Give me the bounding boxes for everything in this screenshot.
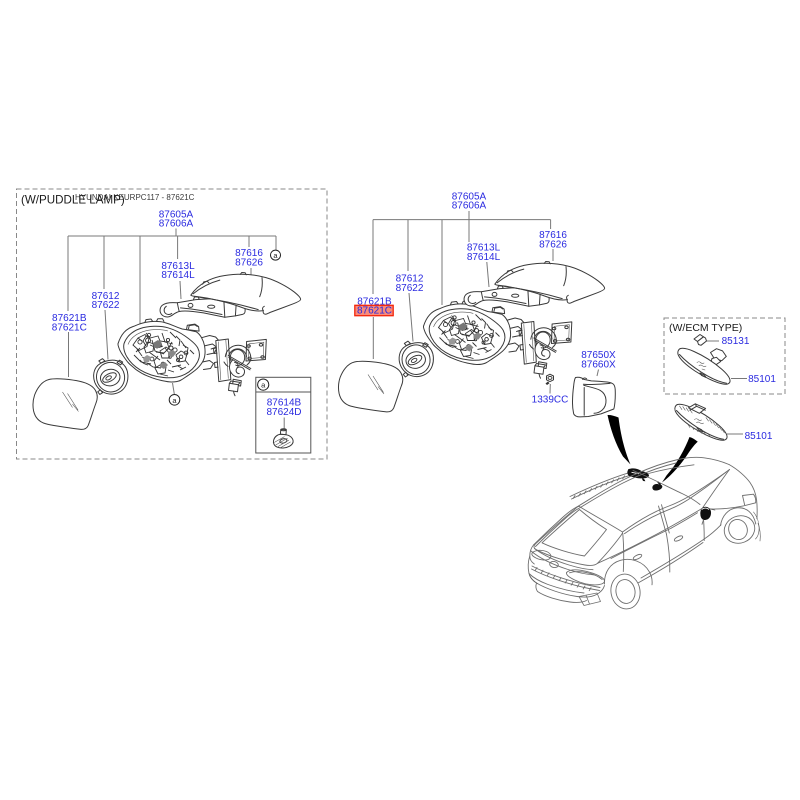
svg-text:HYUNDAI KEURPC117 - 87621C: HYUNDAI KEURPC117 - 87621C	[75, 193, 195, 202]
svg-text:87626: 87626	[539, 239, 567, 250]
svg-text:87612: 87612	[92, 291, 120, 302]
svg-text:87614B: 87614B	[267, 398, 302, 409]
svg-text:87614L: 87614L	[467, 252, 501, 263]
svg-text:87621B: 87621B	[357, 296, 392, 307]
svg-text:87624D: 87624D	[266, 407, 301, 418]
svg-text:87622: 87622	[92, 300, 120, 311]
svg-text:87616: 87616	[235, 248, 263, 259]
svg-text:85131: 85131	[722, 336, 750, 347]
svg-text:1339CC: 1339CC	[532, 395, 569, 406]
svg-text:85101: 85101	[745, 431, 773, 442]
svg-text:87606A: 87606A	[159, 219, 194, 230]
svg-text:(W/ECM TYPE): (W/ECM TYPE)	[669, 322, 742, 334]
svg-text:87606A: 87606A	[452, 201, 487, 212]
svg-text:a: a	[273, 251, 278, 260]
svg-text:87605A: 87605A	[452, 191, 487, 202]
svg-text:87626: 87626	[235, 257, 263, 268]
svg-text:87622: 87622	[396, 283, 424, 294]
svg-text:87613L: 87613L	[467, 243, 501, 254]
svg-text:87614L: 87614L	[161, 270, 195, 281]
svg-text:a: a	[172, 396, 177, 405]
svg-text:87621B: 87621B	[52, 313, 87, 324]
svg-text:85101: 85101	[748, 374, 776, 385]
svg-text:87660X: 87660X	[581, 359, 616, 370]
svg-text:(W/PUDDLE LAMP): (W/PUDDLE LAMP)	[21, 194, 125, 207]
svg-text:87605A: 87605A	[159, 209, 194, 220]
svg-text:87621C: 87621C	[52, 323, 87, 334]
svg-text:87612: 87612	[396, 274, 424, 285]
svg-text:87621C: 87621C	[357, 306, 392, 317]
svg-text:87616: 87616	[539, 230, 567, 241]
svg-text:87613L: 87613L	[161, 261, 195, 272]
svg-text:a: a	[261, 381, 266, 390]
svg-text:87650X: 87650X	[581, 350, 616, 361]
